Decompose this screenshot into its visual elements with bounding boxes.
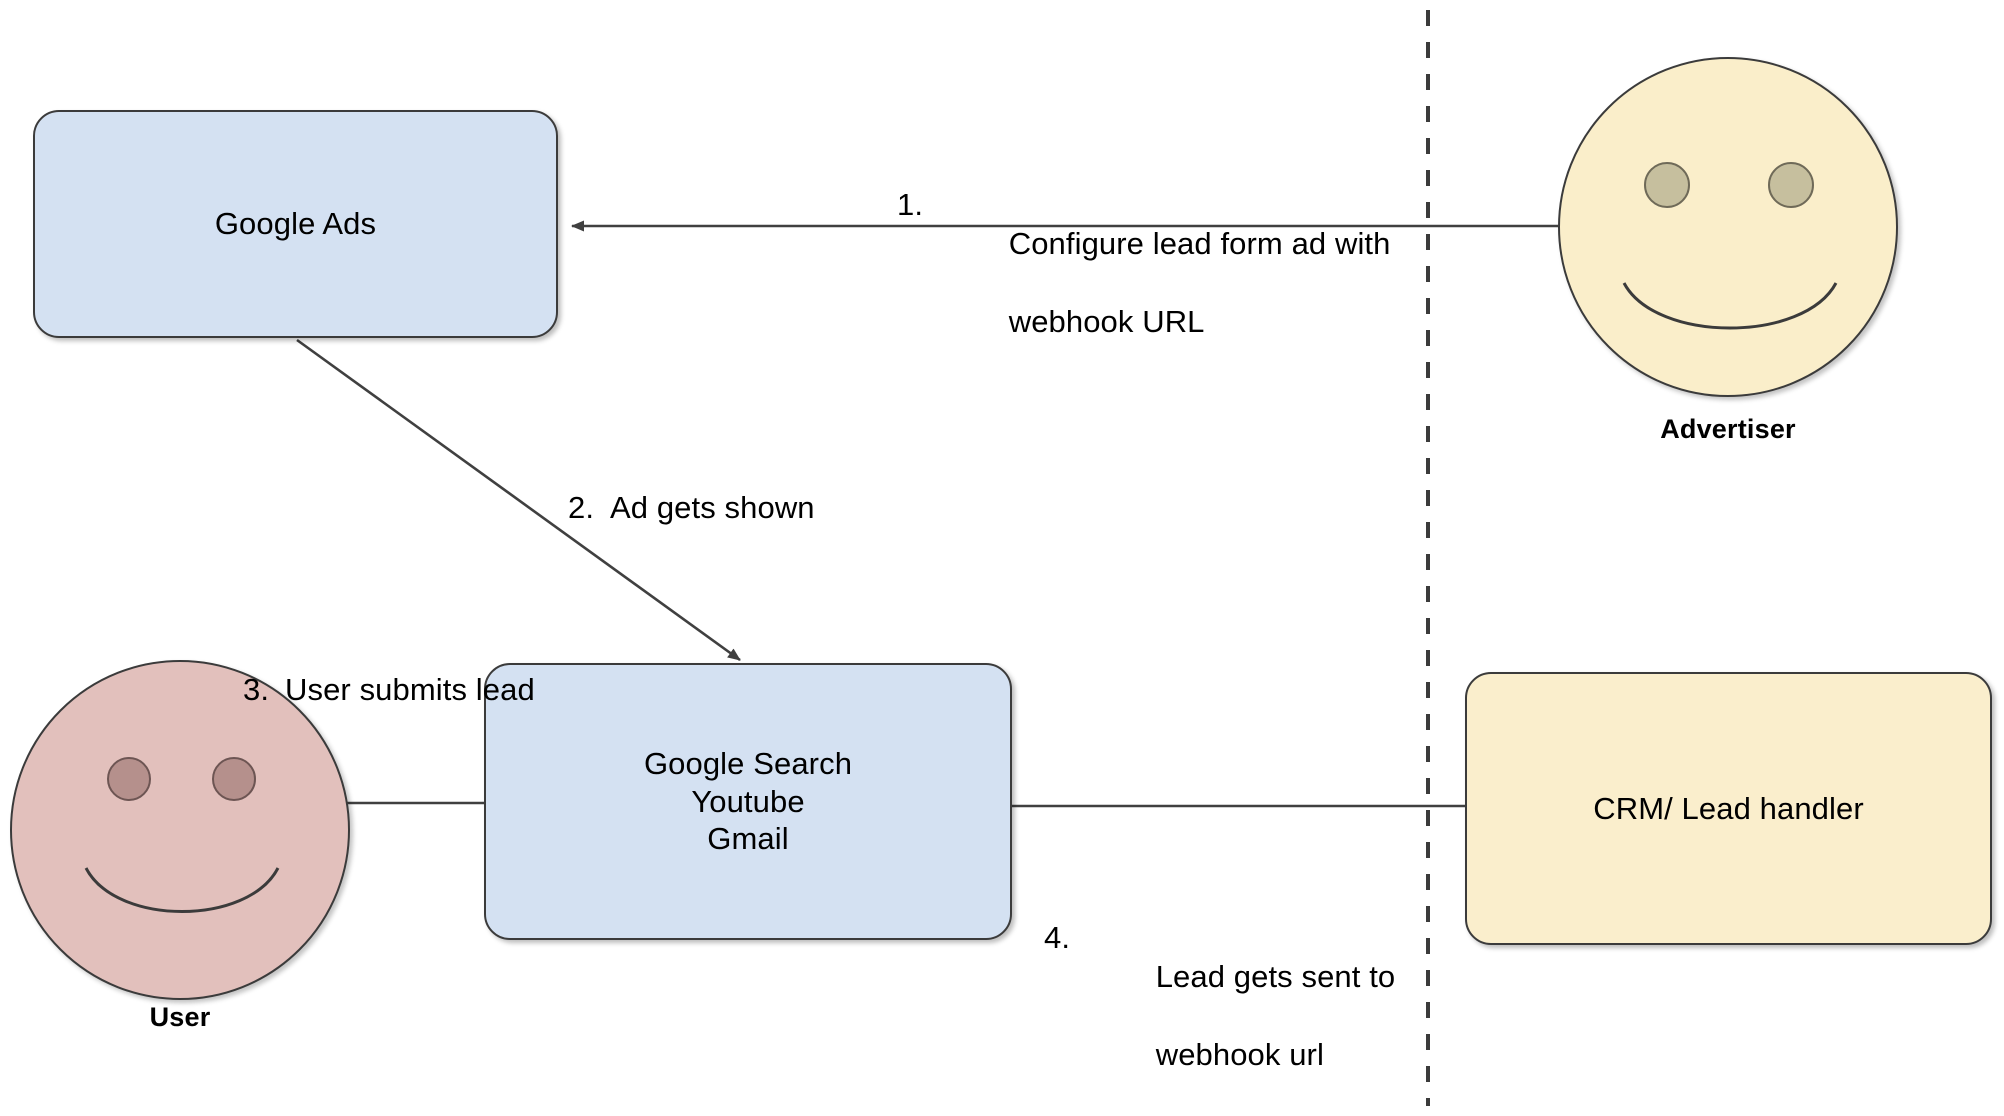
edge-label-step-1-number: 1. <box>897 187 924 223</box>
user-right-eye-icon <box>212 757 256 801</box>
actor-user-face-icon[interactable] <box>10 660 350 1000</box>
edge-label-step-3: 3. User submits lead <box>243 592 535 787</box>
edge-label-step-3-number: 3. <box>243 672 270 708</box>
actor-advertiser-face-icon[interactable] <box>1558 57 1898 397</box>
edge-label-step-3-line-1: User submits lead <box>285 672 535 708</box>
node-google-properties-line-3: Gmail <box>707 821 789 857</box>
advertiser-smile-icon <box>1622 282 1838 330</box>
edge-label-step-1-line-1: Configure lead form ad with <box>1008 226 1391 262</box>
edge-label-step-4: 4. Lead gets sent to webhook url <box>1044 840 1395 1116</box>
actor-user-label: User <box>149 1002 211 1032</box>
user-smile-icon <box>84 867 280 913</box>
edge-label-step-4-number: 4. <box>1044 920 1071 956</box>
node-google-properties[interactable]: Google Search Youtube Gmail <box>484 663 1012 940</box>
node-google-ads[interactable]: Google Ads <box>33 110 558 338</box>
edge-label-step-2: 2. Ad gets shown <box>568 410 815 605</box>
node-crm-lead-handler-label: CRM/ Lead handler <box>1593 790 1864 826</box>
user-left-eye-icon <box>107 757 151 801</box>
node-google-properties-line-1: Google Search <box>643 745 853 781</box>
edge-label-step-1-line-2: webhook URL <box>1008 304 1205 340</box>
edge-label-step-4-line-2: webhook url <box>1155 1037 1324 1073</box>
edge-label-step-4-line-1: Lead gets sent to <box>1155 959 1396 995</box>
edge-label-step-1: 1. Configure lead form ad with webhook U… <box>897 107 1391 458</box>
advertiser-right-eye-icon <box>1768 162 1814 208</box>
actor-advertiser-label: Advertiser <box>1660 414 1796 444</box>
node-google-properties-line-2: Youtube <box>691 783 805 819</box>
node-google-ads-label: Google Ads <box>214 206 377 242</box>
edge-label-step-2-line-1: Ad gets shown <box>610 490 815 526</box>
node-crm-lead-handler[interactable]: CRM/ Lead handler <box>1465 672 1992 945</box>
advertiser-left-eye-icon <box>1644 162 1690 208</box>
edge-label-step-2-number: 2. <box>568 490 595 526</box>
